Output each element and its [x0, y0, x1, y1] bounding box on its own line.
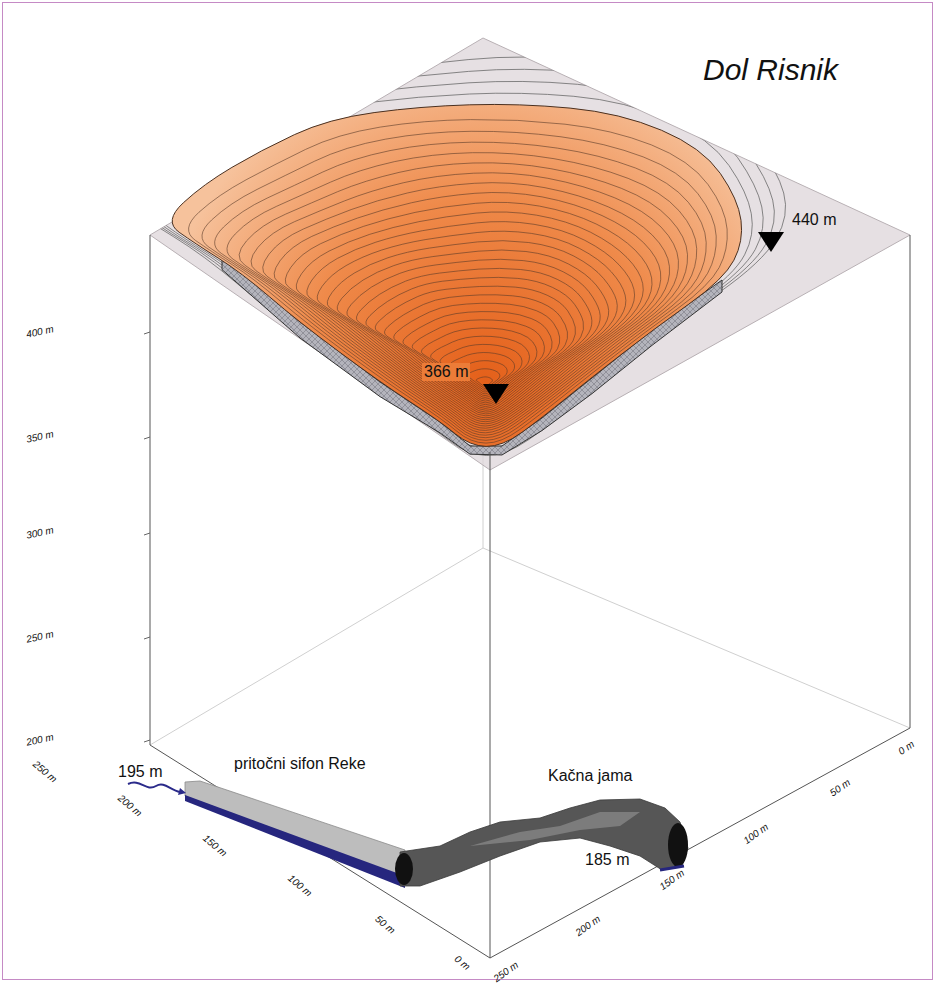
outer-contour	[161, 93, 753, 449]
outer-contour	[137, 69, 774, 453]
contour-line	[384, 295, 567, 405]
contour-line	[366, 277, 584, 408]
contour-line	[263, 183, 670, 429]
axis-tick-label: 200 m	[25, 731, 55, 748]
axis-tick-label: 250 m	[25, 628, 55, 645]
cave-name: pritočni sifon Reke	[234, 755, 366, 773]
elevation-label: 440 m	[792, 211, 836, 229]
contour-line	[274, 192, 661, 426]
cave-name: Kačna jama	[548, 767, 633, 785]
elevation-label: 366 m	[422, 363, 470, 381]
outer-contour	[125, 57, 785, 456]
contour-line	[337, 250, 609, 414]
contour-line	[412, 320, 544, 399]
contour-line	[202, 131, 716, 440]
diagram-title: Dol Risnik	[703, 53, 838, 88]
axis-tick-label: 250 m	[491, 959, 520, 984]
contour-line	[285, 202, 652, 424]
contour-line	[239, 163, 687, 433]
contour-line	[356, 268, 591, 410]
contour-line	[347, 259, 600, 412]
contour-line	[317, 231, 626, 418]
elevation-label: 185 m	[585, 851, 629, 869]
contour-line	[307, 222, 635, 420]
axis-tick-label: 0 m	[896, 738, 916, 757]
contour-line	[375, 286, 575, 406]
axis-tick-label: 200 m	[573, 913, 602, 938]
elevation-label: 195 m	[118, 763, 162, 781]
contour-line	[251, 173, 679, 431]
outer-contour	[149, 81, 763, 451]
axis-tick-label: 200 m	[116, 792, 145, 819]
contour-line	[296, 212, 643, 422]
contour-line	[215, 142, 707, 438]
contour-line	[421, 328, 536, 397]
axis-tick-label: 150 m	[201, 832, 230, 859]
axis-tick-label: 0 m	[452, 953, 472, 973]
contour-line	[403, 312, 552, 402]
axis-tick-label: 50 m	[828, 777, 853, 799]
axis-tick-label: 100 m	[741, 821, 770, 846]
axis-tick-label: 250 m	[31, 758, 60, 785]
doline-surface	[172, 104, 741, 446]
contour-line	[394, 303, 560, 403]
axis-tick-label: 350 m	[25, 428, 55, 445]
axis-tick-label: 300 m	[25, 524, 55, 541]
contour-line	[327, 241, 617, 416]
contour-line	[189, 120, 728, 444]
axis-tick-label: 400 m	[25, 323, 55, 340]
axis-tick-label: 50 m	[373, 913, 397, 936]
contour-line	[227, 153, 697, 436]
axis-tick-label: 100 m	[286, 872, 315, 899]
